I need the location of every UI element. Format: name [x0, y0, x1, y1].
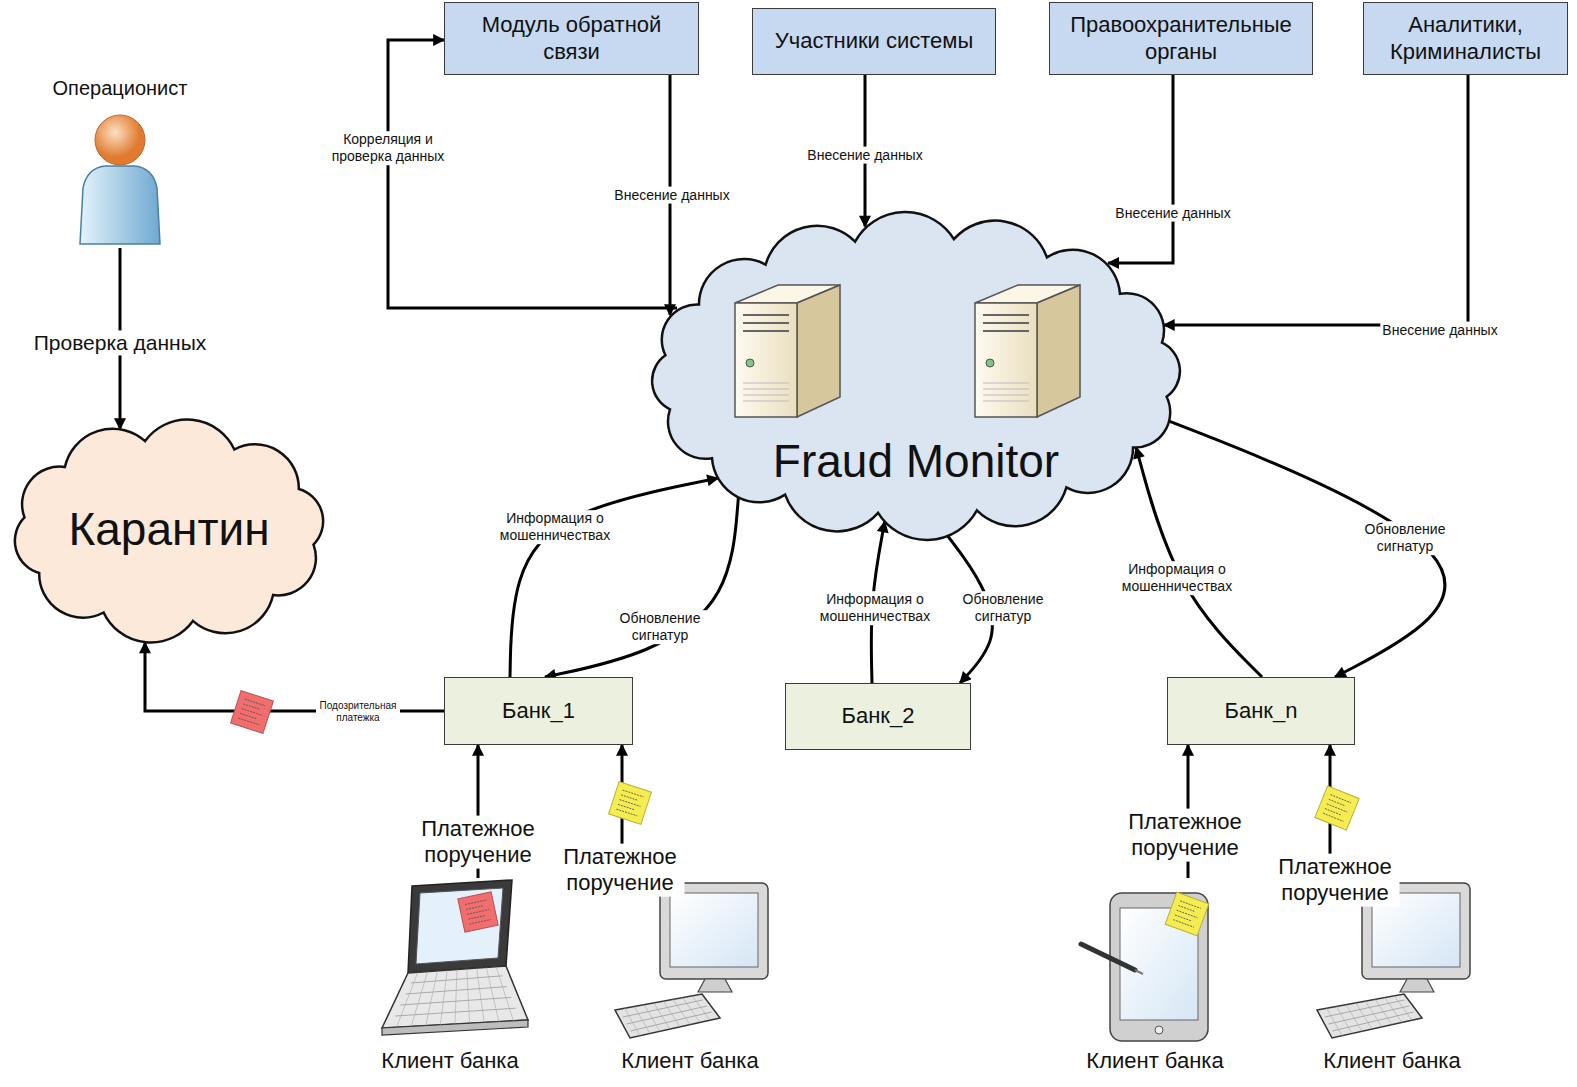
edge-label: Информация о мошенничествах — [1113, 561, 1242, 595]
quarantine-cloud: Карантин — [8, 425, 330, 637]
source-box: Аналитики, Криминалисты — [1363, 2, 1568, 75]
label-anchor: Обновление сигнатур — [608, 610, 712, 644]
icon-caption: Клиент банка — [610, 1048, 770, 1074]
bank-box: Банк_n — [1167, 677, 1355, 745]
label-anchor: Подозрительная платежка — [316, 700, 400, 724]
label-anchor: Платежное поручение — [1271, 854, 1400, 907]
source-box: Модуль обратной связи — [444, 2, 699, 75]
operator-figure: Операционист — [45, 76, 195, 248]
box-label: Банк_2 — [842, 703, 915, 729]
edge-label: Информация о мошенничествах — [491, 510, 620, 544]
label-anchor: Внесение данных — [1380, 322, 1499, 339]
icon-caption: Клиент банка — [1075, 1048, 1235, 1074]
label-anchor: Информация о мошенничествах — [491, 510, 620, 544]
edge-label: Корреляция и проверка данных — [316, 131, 460, 165]
edge-label: Платежное поручение — [414, 816, 543, 869]
edge-label: Проверка данных — [32, 330, 209, 355]
edge-label: Информация о мошенничествах — [811, 591, 940, 625]
label-anchor: Внесение данных — [805, 147, 924, 164]
label-anchor: Корреляция и проверка данных — [316, 131, 460, 165]
bank-box: Банк_1 — [444, 677, 633, 745]
connector — [510, 478, 718, 677]
source-box: Правоохранительные органы — [1049, 2, 1313, 75]
bank-box: Банк_2 — [785, 683, 971, 750]
edge-label: Платежное поручение — [556, 844, 685, 897]
label-anchor: Платежное поручение — [414, 816, 543, 869]
label-anchor: Платежное поручение — [556, 844, 685, 897]
icon-caption: Клиент банка — [1312, 1048, 1472, 1074]
server-icon — [735, 285, 840, 417]
sticky-note — [609, 782, 652, 825]
icon-caption: Клиент банка — [370, 1048, 530, 1074]
edge-label: Платежное поручение — [1121, 809, 1250, 862]
edge-label: Внесение данных — [805, 147, 924, 164]
cloud-label: Карантин — [8, 502, 330, 557]
edge-label: Обновление сигнатур — [1353, 521, 1457, 555]
source-box: Участники системы — [752, 8, 996, 75]
box-label: Правоохранительные органы — [1058, 12, 1304, 65]
person-shape — [45, 76, 195, 248]
cloud-label: Fraud Monitor — [640, 434, 1192, 489]
connector — [388, 40, 677, 308]
box-label: Банк_1 — [502, 698, 575, 724]
client-device: Клиент банка — [370, 878, 530, 1080]
box-label: Участники системы — [775, 28, 974, 54]
edge-label: Внесение данных — [1380, 322, 1499, 339]
edge-label: Платежное поручение — [1271, 854, 1400, 907]
connector — [1164, 75, 1468, 325]
sticky-note — [1165, 892, 1209, 936]
edge-label: Обновление сигнатур — [608, 610, 712, 644]
edge-label: Подозрительная платежка — [316, 700, 400, 724]
label-anchor: Внесение данных — [612, 187, 731, 204]
server-icon — [975, 285, 1080, 417]
box-label: Аналитики, Криминалисты — [1372, 12, 1559, 65]
client-device: Клиент банка — [1312, 878, 1472, 1080]
label-anchor: Внесение данных — [1113, 205, 1232, 222]
monitor-cloud: Fraud Monitor — [640, 215, 1192, 537]
client-device: Клиент банка — [610, 878, 770, 1080]
edge-label: Внесение данных — [612, 187, 731, 204]
label-anchor: Проверка данных — [32, 330, 209, 355]
label-anchor: Обновление сигнатур — [1353, 521, 1457, 555]
box-label: Модуль обратной связи — [472, 12, 672, 65]
client-device: Клиент банка — [1075, 878, 1235, 1080]
cloud-shape — [640, 215, 1192, 537]
sticky-note — [1315, 786, 1359, 830]
label-anchor: Информация о мошенничествах — [811, 591, 940, 625]
connector — [1108, 75, 1173, 263]
sticky-note — [231, 691, 274, 734]
edge-label: Обновление сигнатур — [951, 591, 1055, 625]
edge-label: Внесение данных — [1113, 205, 1232, 222]
icon-caption: Операционист — [45, 76, 195, 100]
label-anchor: Информация о мошенничествах — [1113, 561, 1242, 595]
label-anchor: Платежное поручение — [1121, 809, 1250, 862]
label-anchor: Обновление сигнатур — [951, 591, 1055, 625]
sticky-note — [458, 892, 498, 932]
box-label: Банк_n — [1225, 698, 1298, 724]
